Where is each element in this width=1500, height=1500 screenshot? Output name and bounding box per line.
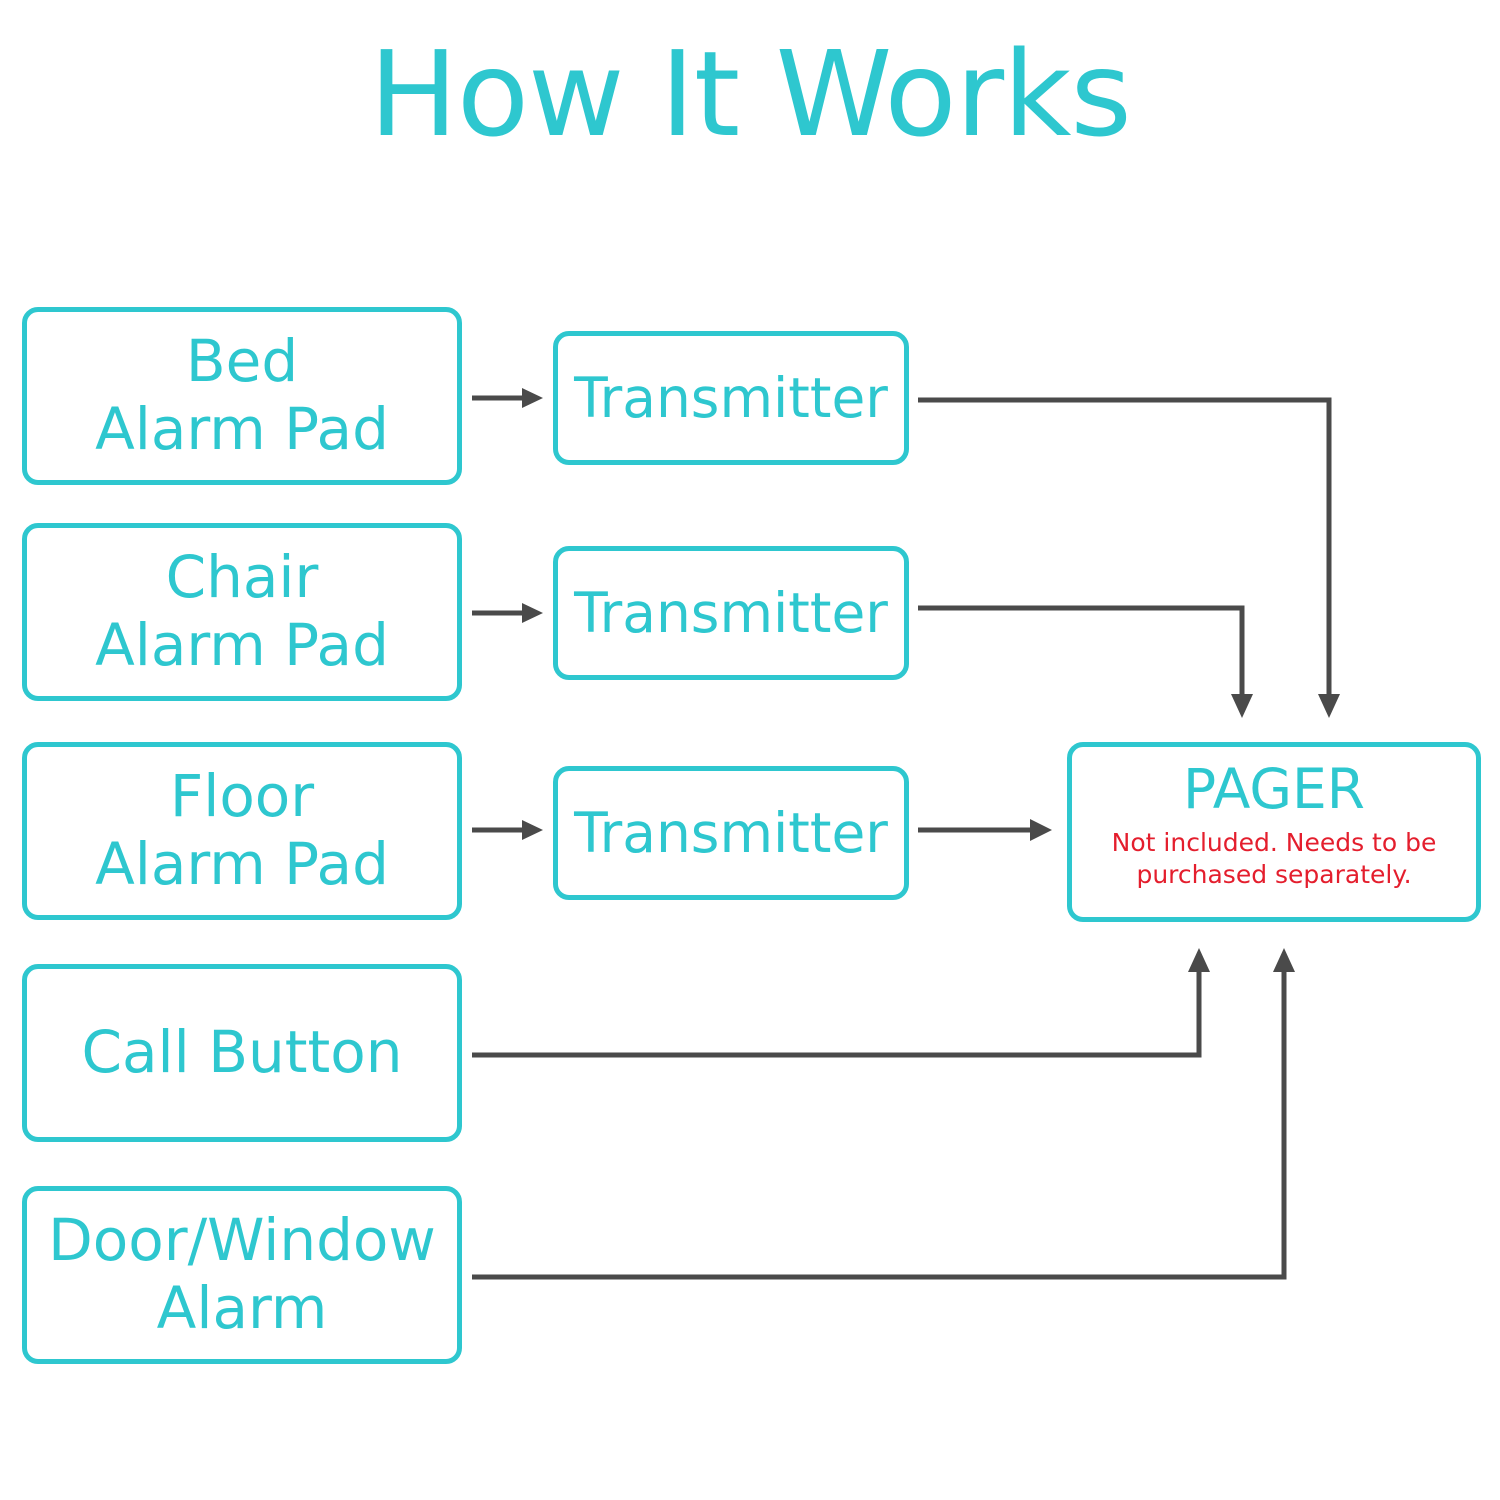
- call-button-box: Call Button: [22, 964, 462, 1142]
- call-button-label: Call Button: [81, 1018, 403, 1087]
- bed-transmitter-box: Transmitter: [553, 331, 909, 465]
- floor-alarm-pad-line-1: Floor: [169, 762, 315, 831]
- floor-transmitter-box: Transmitter: [553, 766, 909, 900]
- call-button-to-pager-line: [472, 968, 1202, 1058]
- chair-arrowhead: [522, 603, 543, 623]
- pager-not-included-note: Not included. Needs to be purchased sepa…: [1111, 827, 1437, 889]
- chair-alarm-pad-line-2: Alarm Pad: [95, 611, 389, 679]
- chair-alarm-pad-line-1: Chair: [165, 543, 319, 612]
- floor-alarm-pad-line-2: Alarm Pad: [95, 830, 389, 898]
- floor-alarm-pad-box: Floor Alarm Pad: [22, 742, 462, 920]
- call-button-pager-arrowhead: [1188, 948, 1210, 972]
- bed-pager-arrowhead: [1318, 694, 1340, 718]
- bed-alarm-pad-line-1: Bed: [185, 327, 299, 396]
- floor-transmitter-label: Transmitter: [574, 800, 888, 865]
- chair-transmitter-to-pager-line: [918, 605, 1245, 698]
- chair-pager-arrowhead: [1231, 694, 1253, 718]
- pager-title: PAGER: [1183, 757, 1365, 822]
- chair-transmitter-label: Transmitter: [574, 580, 888, 645]
- bed-alarm-pad-box: Bed Alarm Pad: [22, 307, 462, 485]
- door-window-alarm-line-2: Alarm: [156, 1274, 328, 1342]
- door-window-alarm-box: Door/Window Alarm: [22, 1186, 462, 1364]
- floor-arrowhead: [522, 820, 543, 840]
- page-title: How It Works: [369, 25, 1132, 163]
- door-window-to-pager-line: [472, 968, 1287, 1280]
- floor-pager-arrowhead: [1030, 819, 1052, 841]
- bed-alarm-pad-line-2: Alarm Pad: [95, 395, 389, 463]
- door-window-alarm-line-1: Door/Window: [48, 1206, 436, 1275]
- chair-transmitter-box: Transmitter: [553, 546, 909, 680]
- pager-box: PAGER Not included. Needs to be purchase…: [1067, 742, 1481, 922]
- bed-transmitter-to-pager-line: [918, 397, 1332, 698]
- door-window-pager-arrowhead: [1273, 948, 1295, 972]
- bed-arrowhead: [522, 388, 543, 408]
- bed-transmitter-label: Transmitter: [574, 365, 888, 430]
- chair-alarm-pad-box: Chair Alarm Pad: [22, 523, 462, 701]
